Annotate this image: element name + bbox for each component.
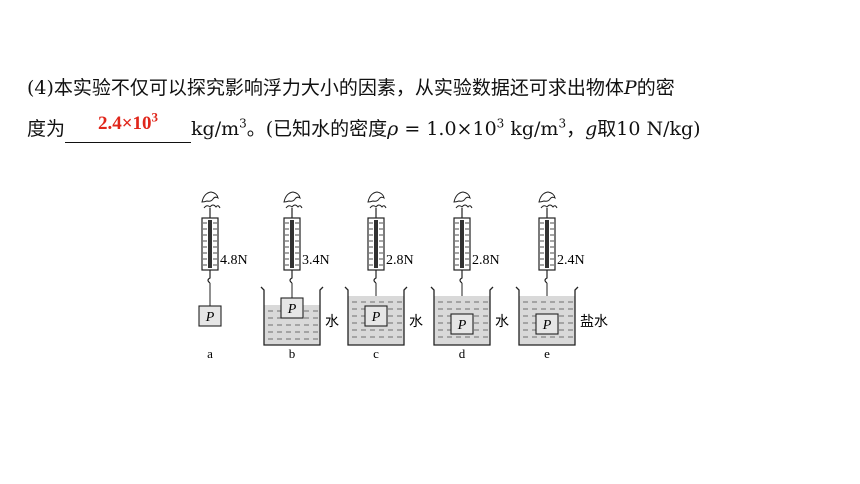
- block-label: P: [371, 310, 381, 325]
- panel-b: 3.4N 水 Pb: [260, 191, 339, 361]
- block-label: P: [287, 302, 297, 317]
- panel-c: 2.8N 水 Pc: [344, 191, 423, 361]
- scale-hook: [289, 270, 293, 284]
- question-text: (4)本实验不仅可以探究影响浮力大小的因素，从实验数据还可求出物体: [27, 77, 624, 99]
- beaker: [344, 286, 408, 346]
- panel-caption: e: [544, 346, 550, 361]
- question-line-1: (4)本实验不仅可以探究影响浮力大小的因素，从实验数据还可求出物体P的密: [27, 74, 675, 102]
- scale-reading: 3.4N: [302, 253, 330, 268]
- scale-spring: [374, 220, 378, 268]
- panel-caption: d: [459, 346, 466, 361]
- block-label: P: [542, 318, 552, 333]
- hand-fingers: [369, 204, 387, 209]
- panel-caption: b: [289, 346, 296, 361]
- scale-reading: 2.4N: [557, 253, 585, 268]
- hand-icon: [367, 191, 385, 203]
- substance-label: 水: [495, 314, 509, 330]
- panel-a: 4.8N Pa: [198, 191, 248, 361]
- block-label: P: [457, 318, 467, 333]
- scale-reading: 2.8N: [472, 253, 500, 268]
- hand-fingers: [203, 204, 221, 209]
- hand-icon: [201, 191, 219, 203]
- scale-hook: [459, 270, 463, 284]
- scale-spring: [208, 220, 212, 268]
- question-text: = 1.0×10: [398, 118, 497, 140]
- question-text: 取10 N/kg): [597, 118, 701, 140]
- question-text: 度为: [27, 118, 66, 140]
- question-text: 。(已知水的密度: [246, 118, 388, 140]
- g-symbol: g: [585, 118, 598, 140]
- beaker: [515, 286, 579, 346]
- panel-caption: c: [373, 346, 379, 361]
- block-p: [280, 297, 304, 319]
- hand-icon: [538, 191, 556, 203]
- scale-spring: [290, 220, 294, 268]
- answer-base: 2.4×10: [97, 113, 152, 134]
- rho-symbol: ρ: [387, 118, 399, 140]
- unit: kg/m: [191, 118, 240, 140]
- beaker: [430, 286, 494, 346]
- scale-spring: [545, 220, 549, 268]
- scale-hook: [373, 270, 377, 284]
- scale-hook: [207, 270, 211, 284]
- hand-fingers: [455, 204, 473, 209]
- beaker: [260, 286, 324, 346]
- exponent: 3: [558, 116, 567, 131]
- block-label: P: [205, 310, 215, 325]
- block-p: [364, 305, 388, 327]
- hand-icon: [283, 191, 301, 203]
- hand-icon: [453, 191, 471, 203]
- answer-exponent: 3: [151, 109, 159, 125]
- scale-hook: [544, 270, 548, 284]
- question-text: 的密: [636, 77, 675, 99]
- panel-d: 2.8N 水 Pd: [430, 191, 509, 361]
- answer-value: 2.4×103: [65, 110, 191, 138]
- panel-caption: a: [207, 346, 213, 361]
- substance-label: 盐水: [580, 314, 608, 330]
- answer-blank: 2.4×103: [65, 111, 192, 143]
- hand-fingers: [540, 204, 558, 209]
- substance-label: 水: [325, 314, 339, 330]
- scale-reading: 4.8N: [220, 253, 248, 268]
- unit-exponent: 3: [239, 116, 247, 131]
- experiment-figure: 4.8N Pa 3.4N 水 Pb 2.8N 水 Pc 2.8N 水 Pd 2.4N 盐水 Pe: [198, 191, 608, 361]
- panel-e: 2.4N 盐水 Pe: [515, 191, 608, 361]
- scale-spring: [460, 220, 464, 268]
- scale-reading: 2.8N: [386, 253, 414, 268]
- question-text: kg/m: [504, 118, 559, 140]
- substance-label: 水: [409, 314, 423, 330]
- question-text: ，: [566, 118, 586, 140]
- hand-fingers: [285, 204, 303, 209]
- block-p: [450, 313, 474, 335]
- block-p: [198, 305, 222, 327]
- object-symbol: P: [623, 77, 637, 99]
- exponent: 3: [496, 116, 505, 131]
- block-p: [535, 313, 559, 335]
